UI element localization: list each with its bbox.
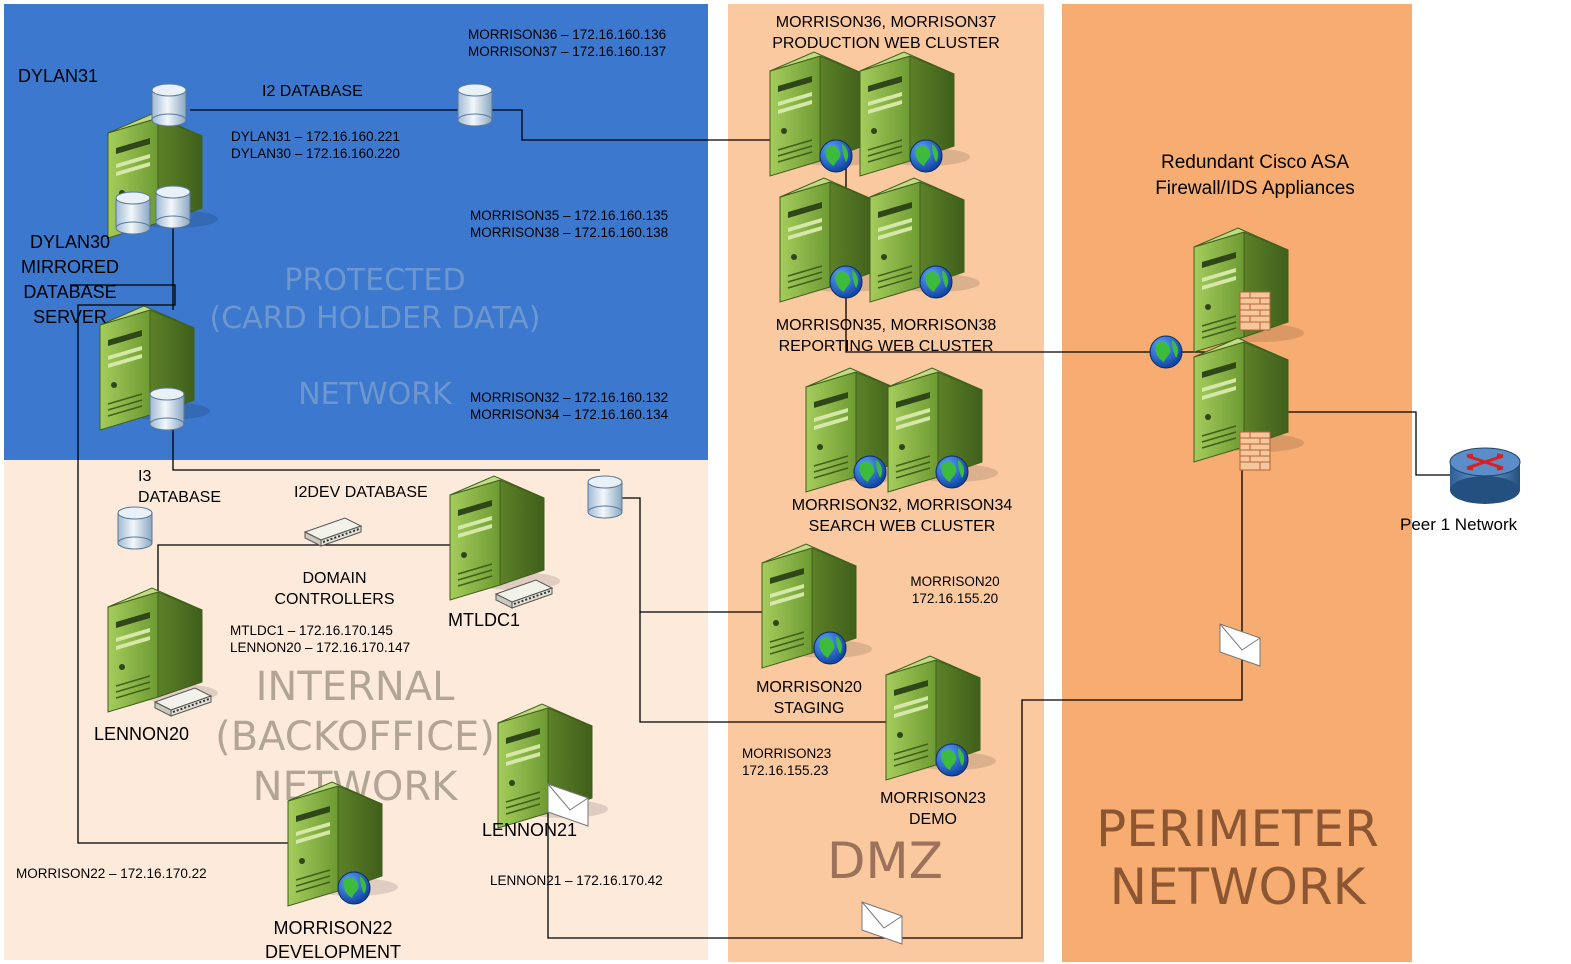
- morrison20-globe-icon: [813, 631, 847, 665]
- staging-label: MORRISON20 STAGING: [756, 679, 862, 717]
- i2dev-database-label: I2DEV DATABASE: [294, 484, 428, 501]
- firewall-label: Redundant Cisco ASA Firewall/IDS Applian…: [1155, 152, 1355, 199]
- mtldc1-server-icon: [449, 475, 561, 601]
- ip-dylan: DYLAN31 – 172.16.160.221 DYLAN30 – 172.1…: [231, 129, 400, 161]
- morrison22-label: MORRISON22 DEVELOPMENT: [264, 918, 402, 962]
- i2-database-icon: [457, 83, 493, 127]
- dylan30-label: DYLAN30 MIRRORED DATABASE SERVER: [21, 232, 119, 327]
- perimeter-zone-label: PERIMETER NETWORK: [1096, 800, 1379, 916]
- dylan31-mirror-disk-icon-2: [155, 185, 191, 229]
- dylan31-label: DYLAN31: [18, 66, 99, 86]
- dmz-zone-label: DMZ: [827, 832, 943, 890]
- ip-morrison32-34: MORRISON32 – 172.16.160.132 MORRISON34 –…: [470, 390, 669, 422]
- perimeter-network-zone: [1062, 4, 1412, 962]
- peer1-label: Peer 1 Network: [1400, 515, 1518, 534]
- morrison32-globe-icon: [853, 455, 887, 489]
- domain-controllers-label: DOMAIN CONTROLLERS: [274, 570, 395, 608]
- i3-database-label: I3 DATABASE: [138, 468, 221, 506]
- i2dev-database-icon: [587, 475, 623, 519]
- domain-controllers-switch-icon: [304, 517, 362, 547]
- morrison37-globe-icon: [909, 139, 943, 173]
- ip-morrison20: MORRISON20 172.16.155.20: [910, 574, 1000, 606]
- firewall-to-peer1-link: [1242, 411, 1454, 476]
- mtldc1-label: MTLDC1: [448, 610, 521, 630]
- ip-mtldc1-lennon20: MTLDC1 – 172.16.170.145 LENNON20 – 172.1…: [230, 623, 411, 655]
- staging-to-demo-link: [639, 612, 935, 723]
- morrison23-globe-icon: [935, 743, 969, 777]
- lennon20-label: LENNON20: [94, 724, 190, 744]
- firewall-secondary-bricks-icon: [1239, 431, 1271, 471]
- i3-database-icon: [117, 506, 153, 550]
- i2-database-label: I2 DATABASE: [262, 83, 363, 100]
- morrison36-globe-icon: [819, 139, 853, 173]
- perimeter-globe-icon: [1149, 335, 1183, 369]
- morrison22-globe-icon: [337, 871, 371, 905]
- ip-lennon21: LENNON21 – 172.16.170.42: [490, 873, 663, 888]
- morrison34-globe-icon: [935, 455, 969, 489]
- ip-morrison22: MORRISON22 – 172.16.170.22: [16, 866, 207, 881]
- lennon21-label: LENNON21: [482, 820, 578, 840]
- perimeter-envelope-icon: [1219, 623, 1261, 667]
- dylan31-mirror-disk-icon-1: [115, 191, 151, 235]
- demo-label: MORRISON23 DEMO: [880, 790, 986, 828]
- i2dev-to-staging-link: [620, 497, 764, 613]
- morrison35-globe-icon: [829, 265, 863, 299]
- ip-morrison36-37: MORRISON36 – 172.16.160.136 MORRISON37 –…: [468, 27, 667, 59]
- ip-morrison35-38: MORRISON35 – 172.16.160.135 MORRISON38 –…: [470, 208, 669, 240]
- firewall-primary-server-icon: [1193, 227, 1305, 353]
- firewall-primary-bricks-icon: [1239, 291, 1271, 331]
- reporting-cluster-label: MORRISON35, MORRISON38 REPORTING WEB CLU…: [775, 317, 997, 355]
- dylan30-to-i3-link: [172, 430, 600, 471]
- protected-zone-label: PROTECTED (CARD HOLDER DATA) NETWORK: [209, 263, 541, 412]
- peer1-router-icon: [1449, 447, 1521, 504]
- ip-morrison23: MORRISON23 172.16.155.23: [742, 746, 832, 778]
- dylan30-database-icon: [149, 387, 185, 431]
- production-cluster-label: MORRISON36, MORRISON37 PRODUCTION WEB CL…: [772, 14, 1000, 52]
- dylan30-to-morrison22-link: [70, 284, 290, 844]
- morrison38-globe-icon: [919, 265, 953, 299]
- dylan31-database-icon: [151, 83, 187, 127]
- search-cluster-label: MORRISON32, MORRISON34 SEARCH WEB CLUSTE…: [791, 497, 1013, 535]
